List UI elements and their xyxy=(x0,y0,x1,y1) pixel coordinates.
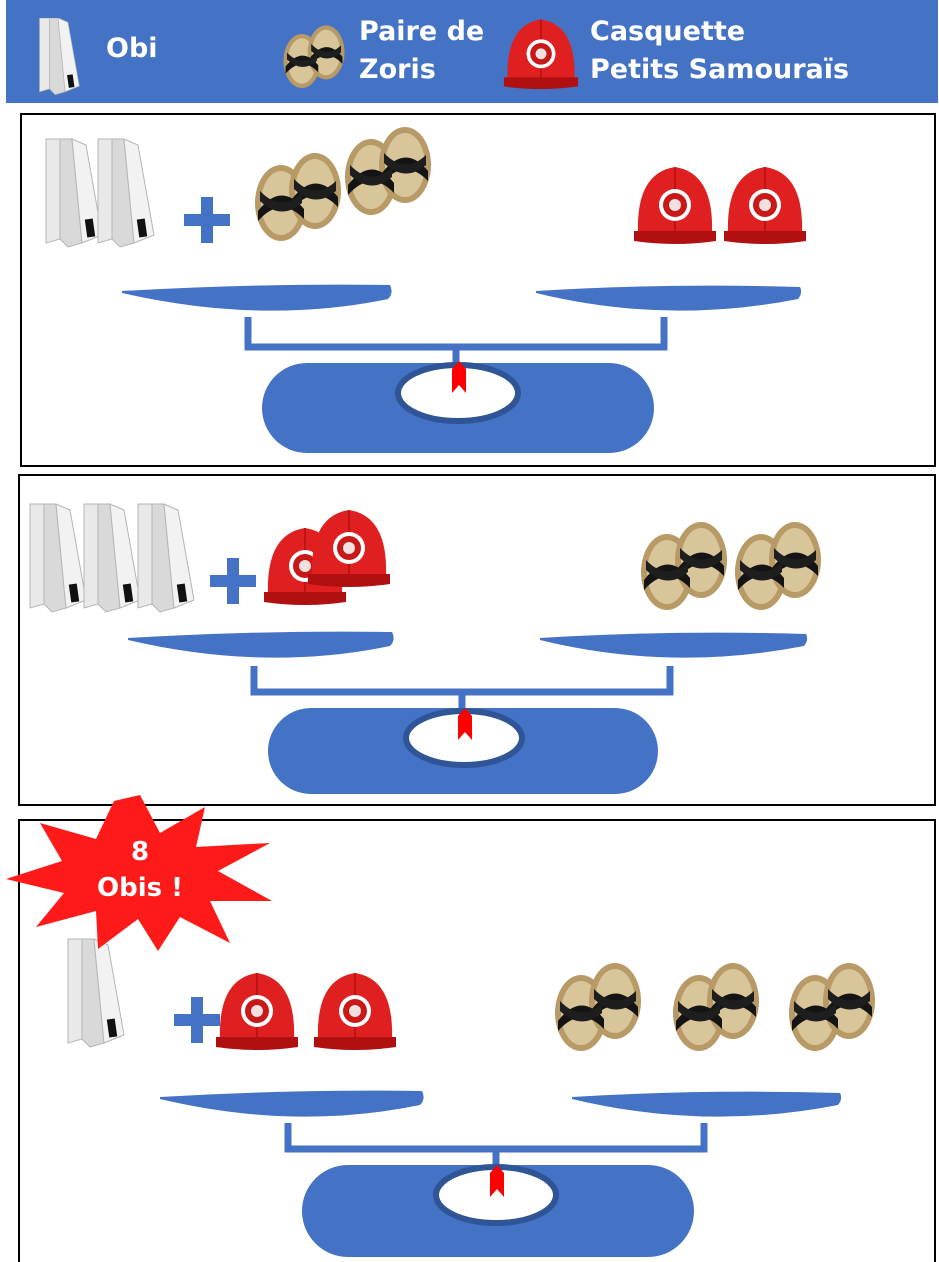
cap-icon xyxy=(216,973,298,1050)
cap-icon xyxy=(724,167,806,244)
plus-icon xyxy=(174,997,220,1043)
cap-icon xyxy=(314,973,396,1050)
scale xyxy=(160,1091,841,1257)
balance-scale-2 xyxy=(20,476,934,804)
legend-obi-label: Obi xyxy=(106,31,158,66)
zori-icon xyxy=(641,522,727,610)
obi-icon xyxy=(98,139,154,247)
callout-number: 8 xyxy=(0,837,280,867)
zori-icon xyxy=(276,24,352,88)
scale xyxy=(128,632,807,794)
zori-icon xyxy=(673,963,759,1051)
zori-icon xyxy=(345,127,431,215)
obi-icon xyxy=(84,504,140,612)
balance-panel-2 xyxy=(18,474,936,806)
obi-icon xyxy=(30,504,86,612)
legend-zoris-label-1: Paire de xyxy=(359,14,484,49)
zori-icon xyxy=(789,963,875,1051)
callout-burst: 8 Obis ! xyxy=(0,793,280,953)
obi-icon xyxy=(138,504,194,612)
legend-cap-label-2: Petits Samouraïs xyxy=(590,52,849,87)
obi-icon xyxy=(36,18,80,96)
cap-icon xyxy=(308,510,390,587)
balance-scale-1 xyxy=(22,115,934,465)
zori-icon xyxy=(555,963,641,1051)
zori-icon xyxy=(735,522,821,610)
callout-text: Obis ! xyxy=(0,873,280,903)
legend-cap-label-1: Casquette xyxy=(590,14,745,49)
obi-icon xyxy=(68,939,124,1047)
zori-icon xyxy=(255,153,341,241)
cap-icon xyxy=(634,167,716,244)
balance-panel-1 xyxy=(20,113,936,467)
scale xyxy=(122,285,801,453)
legend-banner: Obi Paire de Zoris Casquette Petits Samo… xyxy=(6,0,938,103)
cap-icon xyxy=(502,14,580,90)
plus-icon xyxy=(210,558,256,604)
legend-zoris-label-2: Zoris xyxy=(359,52,436,87)
plus-icon xyxy=(184,197,230,243)
obi-icon xyxy=(46,139,102,247)
